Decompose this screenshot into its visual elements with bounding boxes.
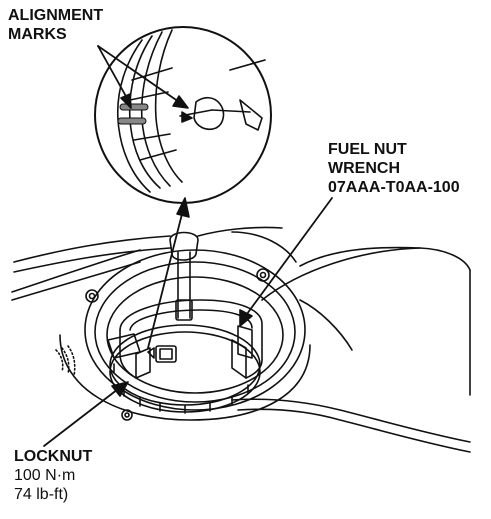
body-panel-outline (11, 231, 471, 453)
callout-arrow (147, 197, 190, 349)
vent-marks (55, 345, 76, 377)
locknut-ring (107, 324, 261, 414)
fuel-nut-wrench-label: FUEL NUT WRENCH 07AAA-T0AA-100 (328, 141, 460, 196)
locknut-name: LOCKNUT (14, 448, 93, 465)
detail-callout (94, 26, 272, 204)
mounting-bolts (85, 268, 270, 421)
tank-opening (59, 249, 311, 421)
fuel-nut-wrench-leader (239, 197, 333, 327)
alignment-marks-leaders (97, 45, 189, 109)
alignment-marks-label: ALIGNMENT MARKS (8, 7, 104, 43)
locknut-label: LOCKNUT 100 N·m 74 lb-ft) (14, 447, 92, 504)
locknut-torque-nm: 100 N·m (14, 467, 76, 484)
pump-connector (147, 345, 177, 363)
cable (261, 247, 421, 301)
locknut-torque-lbft: 74 lb-ft) (14, 486, 69, 503)
locknut-leader (43, 381, 129, 447)
wrench-handle (13, 226, 283, 321)
